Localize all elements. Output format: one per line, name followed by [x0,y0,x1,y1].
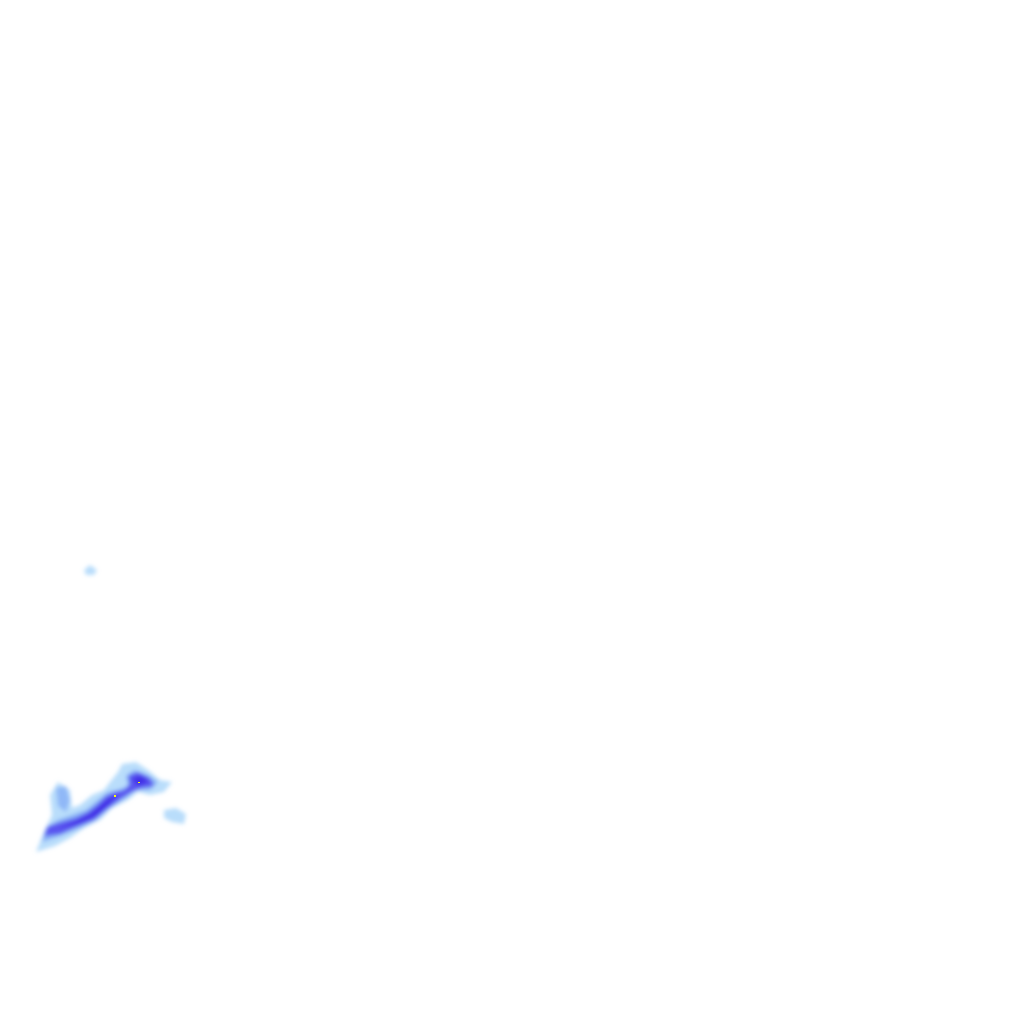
rain-peak [138,782,140,783]
rain-cell-intense [58,794,118,828]
rain-cell-heavy [44,772,154,836]
rain-cell-intense [132,776,148,786]
rain-cell-moderate [56,786,70,812]
rain-cell-light [164,808,186,824]
rain-peak [114,795,116,797]
rain-cell-light [84,565,97,575]
